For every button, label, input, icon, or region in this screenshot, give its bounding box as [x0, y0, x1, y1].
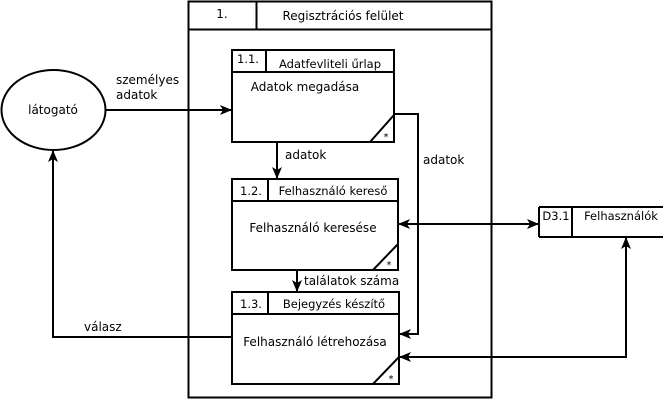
- process-title: Adatfevliteli űrlap: [279, 57, 381, 71]
- flow-label: adatok: [116, 88, 157, 102]
- process-title: Bejegyzés készítő: [283, 297, 385, 311]
- flow-create-store: [399, 237, 631, 362]
- process-number: 1.2.: [240, 184, 262, 198]
- process-number: 1.1.: [237, 52, 259, 66]
- flow-data-1-to-2: adatok: [272, 142, 326, 179]
- data-store: D3.1 Felhasználók: [538, 206, 663, 238]
- process-body: Felhasználó keresése: [249, 221, 376, 235]
- outer-process-title: Regisztrációs felület: [283, 9, 404, 23]
- process-body: Adatok megadása: [251, 80, 359, 94]
- flow-personal-data: személyes adatok: [106, 73, 232, 115]
- process-number: 1.3.: [240, 297, 262, 311]
- outer-process-number: 1.: [216, 7, 227, 21]
- process-marker: *: [389, 374, 394, 385]
- process-marker: *: [387, 260, 392, 271]
- flow-answer: válasz: [48, 150, 232, 338]
- flow-label: találatok száma: [304, 274, 399, 288]
- process-1-2: 1.2. Felhasználó kereső Felhasználó kere…: [231, 178, 399, 271]
- flow-results-count: találatok száma: [292, 270, 399, 292]
- data-store-id: D3.1: [542, 209, 569, 223]
- process-1-3: 1.3. Bejegyzés készítő Felhasználó létre…: [231, 291, 400, 385]
- external-entity: látogató: [0, 69, 107, 151]
- external-entity-label: látogató: [28, 103, 78, 117]
- flow-label: adatok: [285, 148, 326, 162]
- process-marker: *: [384, 132, 389, 143]
- process-1-1: 1.1. Adatfevliteli űrlap Adatok megadása…: [231, 49, 395, 143]
- process-title: Felhasználó kereső: [279, 184, 388, 198]
- data-store-label: Felhasználók: [584, 209, 658, 223]
- flow-label: adatok: [423, 153, 464, 167]
- process-body: Felhasználó létrehozása: [243, 335, 387, 349]
- flow-label: válasz: [84, 320, 122, 334]
- flow-label: személyes: [116, 73, 179, 87]
